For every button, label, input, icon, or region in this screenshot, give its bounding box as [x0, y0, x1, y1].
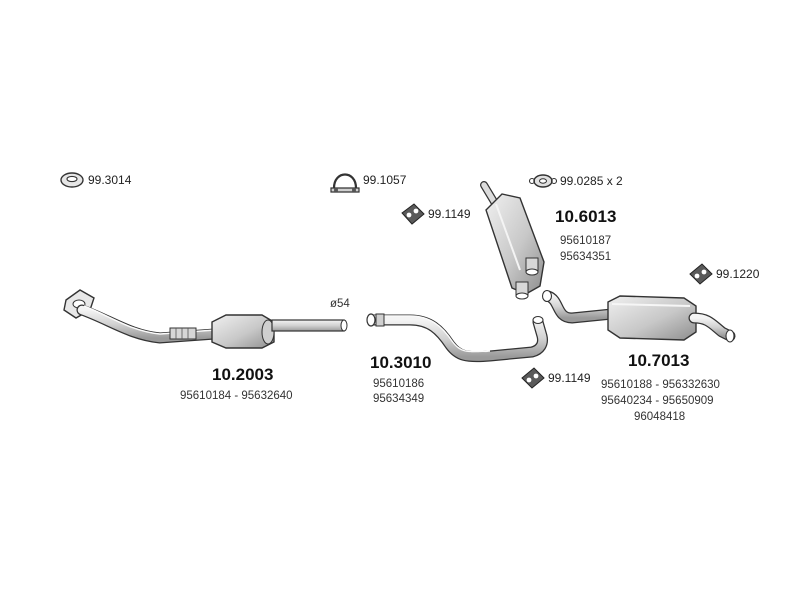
middle-silencer-oe-1: 95610187	[560, 235, 612, 247]
rear-silencer-oe-1: 95610188 - 956332630	[601, 379, 720, 391]
front-pipe-number: 10.2003	[212, 365, 274, 384]
rear-silencer-drawing	[541, 289, 736, 343]
ring-gasket-icon	[60, 172, 84, 188]
middle-silencer-drawing	[480, 181, 545, 300]
middle-pipe-oe-2: 95634349	[373, 393, 425, 405]
rubber-mount-right-code: 99.1220	[716, 267, 760, 281]
rubber-mount-top-code: 99.1149	[428, 207, 471, 221]
ring-gasket-code: 99.3014	[88, 173, 132, 187]
middle-pipe-oe-1: 95610186	[373, 378, 425, 390]
rubber-mount-bottom-code: 99.1149	[548, 371, 591, 385]
front-pipe-oe-1: 95610184 - 95632640	[180, 390, 293, 402]
rear-silencer-oe-2: 95640234 - 95650909	[601, 395, 714, 407]
middle-silencer-oe-2: 95634351	[560, 251, 612, 263]
rubber-mount-top-icon	[401, 203, 425, 225]
rear-silencer-number: 10.7013	[628, 351, 690, 370]
rubber-mount-right-icon	[689, 263, 713, 285]
clamp-icon	[330, 173, 360, 193]
rubber-ring-code: 99.0285 x 2	[560, 174, 623, 188]
rubber-ring-icon	[528, 174, 558, 188]
middle-silencer-number: 10.6013	[555, 207, 617, 226]
rear-silencer-oe-3: 96048418	[634, 411, 686, 423]
clamp-code: 99.1057	[363, 173, 407, 187]
middle-pipe-number: 10.3010	[370, 353, 432, 372]
diameter-label: ø54	[330, 298, 350, 310]
rubber-mount-bottom-icon	[521, 367, 545, 389]
front-pipe-drawing	[63, 289, 348, 349]
middle-pipe-drawing	[366, 313, 548, 363]
